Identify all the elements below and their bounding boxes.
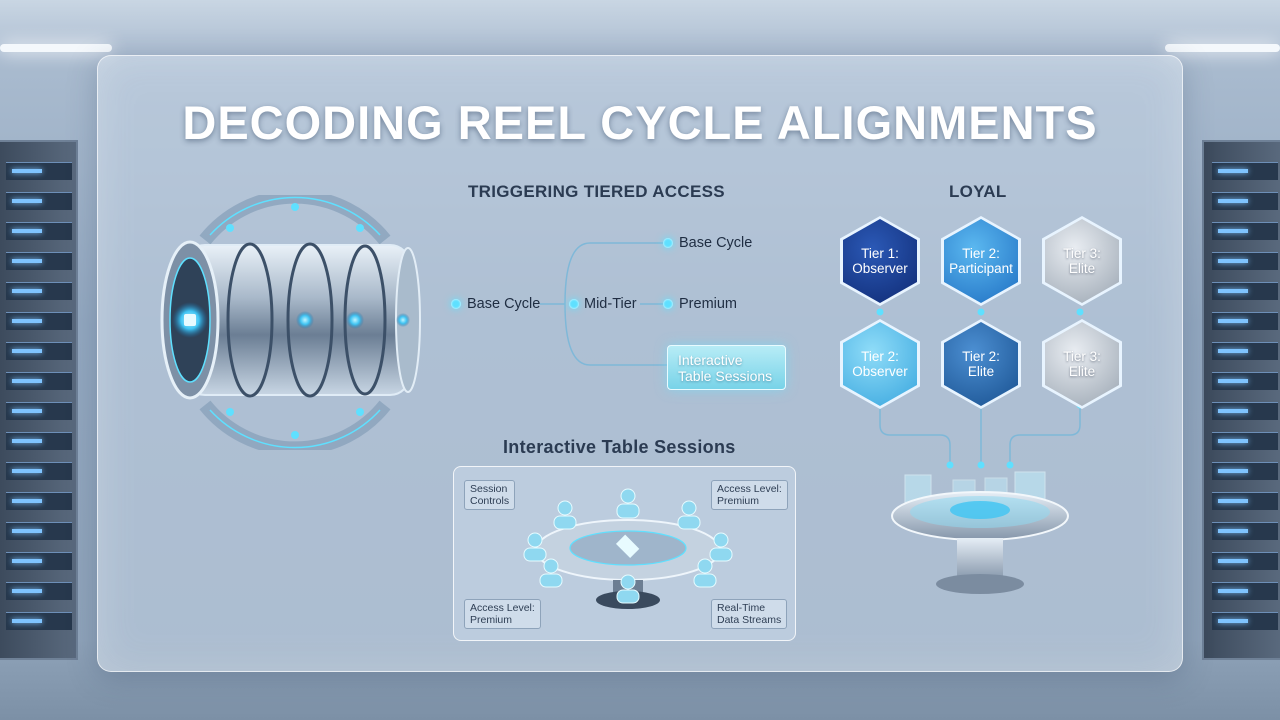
tier-label: Tier 3: — [1063, 349, 1101, 364]
holo-pedestal-illustration — [891, 471, 1069, 594]
tiered-access-heading: TRIGGERING TIERED ACCESS — [468, 182, 725, 201]
tier-name: Participant — [949, 261, 1013, 276]
server-rack-right — [1202, 140, 1280, 660]
tag-line: Data Streams — [717, 614, 782, 626]
tier-label: Tier 1: — [861, 246, 899, 261]
tag-access-level-bottom: Access Level:Premium — [464, 599, 541, 629]
tier-name: Elite — [1068, 261, 1096, 276]
node-dot — [663, 238, 673, 248]
ceiling-light — [1165, 44, 1280, 52]
server-rack-left — [0, 140, 78, 660]
tier-row-connectors — [876, 308, 1084, 316]
tag-line: Session — [470, 483, 508, 495]
tier-label: Tier 2: — [861, 349, 899, 364]
loyal-heading: LOYAL — [949, 182, 1007, 201]
node-base-cycle-branch: Base Cycle — [679, 235, 753, 251]
tag-line: Access Level: — [717, 483, 782, 495]
tag-line: Access Level: — [470, 602, 535, 614]
tier-label: Tier 2: — [962, 246, 1000, 261]
tier-3-elite-hex-2: Tier 3:Elite — [1045, 322, 1119, 406]
node-dot — [569, 299, 579, 309]
node-base-cycle-root: Base Cycle — [467, 296, 541, 312]
tag-line: Premium — [470, 614, 513, 626]
tier-3-elite-hex: Tier 3:Elite — [1045, 219, 1119, 303]
round-table-illustration — [523, 488, 733, 609]
table-sessions-heading: Interactive Table Sessions — [503, 437, 736, 457]
tier-name: Elite — [1068, 364, 1096, 379]
tag-line: Premium — [717, 495, 760, 507]
reel-cylinder-illustration — [160, 189, 430, 456]
page-title: DECODING REEL CYCLE ALIGNMENTS — [182, 96, 1098, 149]
tier-name: Observer — [852, 261, 908, 276]
tiered-access-connectors — [540, 242, 667, 366]
ceiling — [0, 0, 1280, 60]
node-interactive-table-sessions: Interactive Table Sessions — [667, 345, 786, 390]
node-dot — [663, 299, 673, 309]
ceiling-light — [0, 44, 112, 52]
tier-name: Observer — [852, 364, 908, 379]
tier-name: Elite — [967, 364, 995, 379]
tag-line: Real-Time — [717, 602, 766, 614]
tier-label: Tier 3: — [1063, 246, 1101, 261]
node-premium: Premium — [679, 296, 738, 312]
tag-line: Controls — [470, 495, 510, 507]
node-mid-tier: Mid-Tier — [584, 296, 637, 312]
node-dot — [451, 299, 461, 309]
tier-label: Tier 2: — [962, 349, 1000, 364]
tag-access-level-top: Access Level:Premium — [711, 480, 788, 510]
